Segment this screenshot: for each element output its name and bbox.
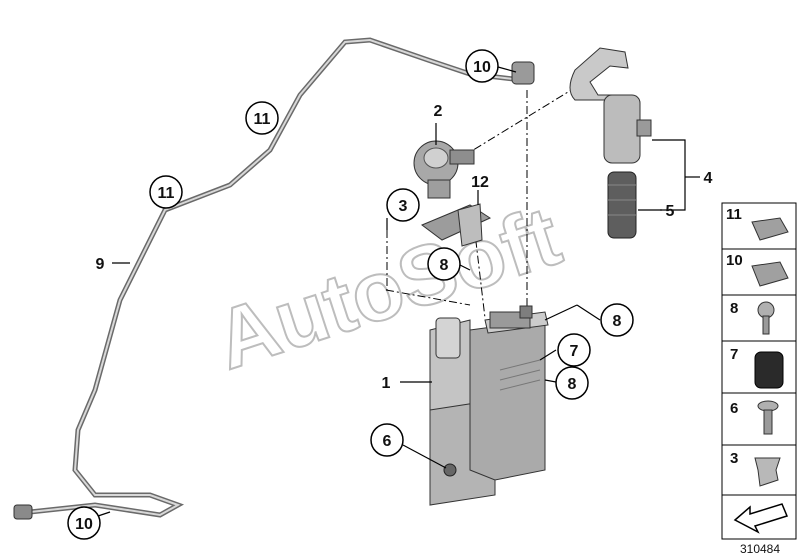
canister bbox=[429, 305, 549, 506]
pipe-end-fitting bbox=[13, 504, 33, 520]
parts-legend: 11 10 8 7 6 3 bbox=[721, 202, 797, 540]
callout-10-top: 10 bbox=[465, 49, 499, 83]
callout-6: 6 bbox=[370, 423, 404, 457]
svg-text:10: 10 bbox=[726, 252, 743, 269]
legend-cell-8 bbox=[721, 294, 797, 342]
label-9: 9 bbox=[96, 256, 105, 273]
bracket bbox=[421, 203, 492, 247]
callout-7: 7 bbox=[557, 333, 591, 367]
svg-text:6: 6 bbox=[730, 400, 738, 417]
pipe-clip-10-top bbox=[511, 61, 535, 85]
svg-text:10: 10 bbox=[473, 59, 491, 76]
svg-text:8: 8 bbox=[568, 376, 577, 393]
svg-text:3: 3 bbox=[730, 450, 738, 467]
svg-text:3: 3 bbox=[399, 198, 408, 215]
legend-cell-6 bbox=[721, 392, 797, 446]
label-2: 2 bbox=[434, 103, 443, 120]
valve bbox=[413, 140, 475, 199]
svg-text:11: 11 bbox=[158, 185, 175, 202]
callout-11-upper: 11 bbox=[245, 101, 279, 135]
svg-text:11: 11 bbox=[254, 111, 271, 128]
svg-text:11: 11 bbox=[726, 206, 742, 223]
svg-text:8: 8 bbox=[613, 313, 622, 330]
label-5: 5 bbox=[666, 203, 675, 220]
callout-11-lower: 11 bbox=[149, 175, 183, 209]
label-1: 1 bbox=[382, 375, 391, 392]
callout-8-right-top: 8 bbox=[600, 303, 634, 337]
svg-text:7: 7 bbox=[570, 343, 579, 360]
direction-arrow-icon bbox=[733, 503, 789, 534]
filter-unit bbox=[569, 47, 652, 239]
label-4: 4 bbox=[704, 170, 713, 187]
filter-element bbox=[607, 171, 637, 239]
filter-housing bbox=[603, 94, 641, 164]
svg-text:10: 10 bbox=[75, 516, 93, 533]
leader-lines bbox=[97, 66, 700, 517]
callout-8-left: 8 bbox=[427, 247, 461, 281]
svg-text:6: 6 bbox=[383, 433, 392, 450]
diagram-id: 310484 bbox=[740, 542, 780, 556]
svg-text:7: 7 bbox=[730, 346, 738, 363]
callout-3: 3 bbox=[386, 188, 420, 222]
callout-10-bottom: 10 bbox=[67, 506, 101, 540]
vent-pipe bbox=[13, 37, 535, 520]
svg-text:8: 8 bbox=[730, 300, 738, 317]
label-12: 12 bbox=[471, 174, 489, 191]
svg-text:8: 8 bbox=[440, 257, 449, 274]
callout-8-right: 8 bbox=[555, 366, 589, 400]
